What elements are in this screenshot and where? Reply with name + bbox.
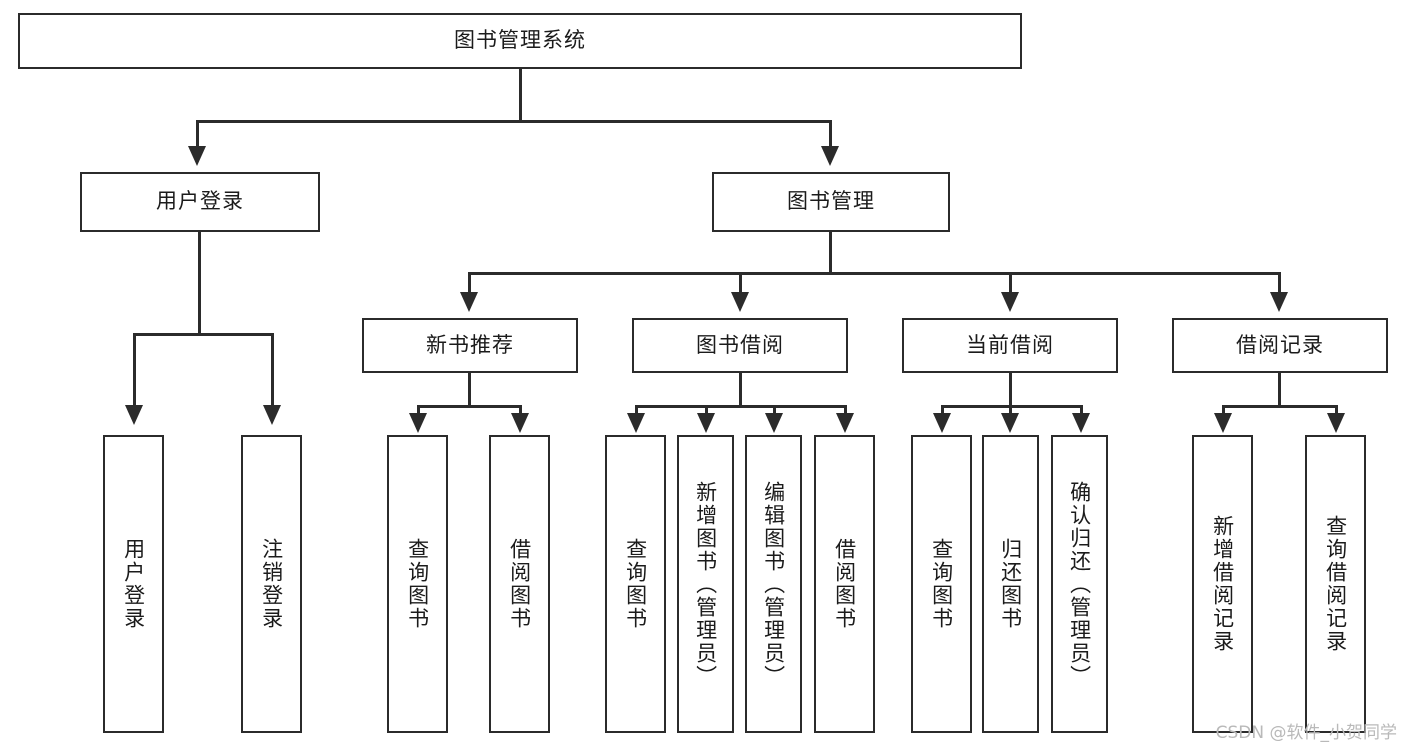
node-label: 用户登录 <box>156 189 244 214</box>
node-label: 图书管理 <box>787 189 875 214</box>
leaf-return-book[interactable]: 归还图书 <box>982 435 1039 733</box>
connector-new-book-to-leaf-2 <box>519 405 522 415</box>
node-label: 借阅图书 <box>832 538 857 630</box>
arrow-current-borrow-to-leaf-2 <box>1001 413 1019 433</box>
node-user-login[interactable]: 用户登录 <box>80 172 320 232</box>
arrow-borrow-record-to-leaf-1 <box>1214 413 1232 433</box>
arrow-borrow-record-to-leaf-2 <box>1327 413 1345 433</box>
connector-current-borrow-stem <box>1009 373 1012 407</box>
connector-book-manage-to-current-borrow <box>1009 272 1012 294</box>
leaf-query-book-current[interactable]: 查询图书 <box>911 435 972 733</box>
arrow-current-borrow-to-leaf-3 <box>1072 413 1090 433</box>
connector-book-borrow-to-leaf-2 <box>705 405 708 415</box>
arrow-book-borrow-to-leaf-1 <box>627 413 645 433</box>
connector-root-to-user-login <box>196 120 199 148</box>
leaf-borrow-book[interactable]: 借阅图书 <box>814 435 875 733</box>
connector-book-borrow-to-leaf-3 <box>773 405 776 415</box>
connector-book-borrow-to-leaf-1 <box>635 405 638 415</box>
leaf-query-book-borrow[interactable]: 查询图书 <box>605 435 666 733</box>
leaf-query-book-recommend[interactable]: 查询图书 <box>387 435 448 733</box>
node-label: 用户登录 <box>121 538 146 630</box>
connector-borrow-record-bus <box>1222 405 1338 408</box>
leaf-confirm-return-admin[interactable]: 确认归还（管理员） <box>1051 435 1108 733</box>
node-label: 借阅图书 <box>507 538 532 630</box>
arrow-new-book-to-leaf-1 <box>409 413 427 433</box>
connector-book-manage-to-book-borrow <box>739 272 742 294</box>
connector-current-borrow-bus <box>941 405 1083 408</box>
connector-new-book-bus <box>417 405 521 408</box>
arrow-user-login-to-leaf-1 <box>125 405 143 425</box>
arrow-root-to-user-login <box>188 146 206 166</box>
node-label: 图书管理系统 <box>454 28 586 53</box>
arrow-current-borrow-to-leaf-1 <box>933 413 951 433</box>
leaf-edit-book-admin[interactable]: 编辑图书（管理员） <box>745 435 802 733</box>
node-borrow-record[interactable]: 借阅记录 <box>1172 318 1388 373</box>
node-label: 归还图书 <box>998 538 1023 630</box>
arrow-book-manage-to-borrow-record <box>1270 292 1288 312</box>
leaf-add-book-admin[interactable]: 新增图书（管理员） <box>677 435 734 733</box>
connector-borrow-record-to-leaf-2 <box>1335 405 1338 415</box>
connector-new-book-to-leaf-1 <box>417 405 420 415</box>
connector-book-manage-to-new-book <box>468 272 471 294</box>
node-label: 确认归还（管理员） <box>1067 480 1092 688</box>
node-new-book-recommend[interactable]: 新书推荐 <box>362 318 578 373</box>
node-label: 当前借阅 <box>966 332 1054 357</box>
leaf-query-borrow-record[interactable]: 查询借阅记录 <box>1305 435 1366 733</box>
node-label: 图书借阅 <box>696 332 784 357</box>
leaf-borrow-book-recommend[interactable]: 借阅图书 <box>489 435 550 733</box>
node-label: 新增图书（管理员） <box>693 480 718 688</box>
connector-book-manage-bus <box>468 272 1280 275</box>
arrow-book-borrow-to-leaf-4 <box>836 413 854 433</box>
node-label: 新增借阅记录 <box>1210 515 1235 653</box>
node-current-borrow[interactable]: 当前借阅 <box>902 318 1118 373</box>
node-label: 编辑图书（管理员） <box>761 480 786 688</box>
connector-book-borrow-stem <box>739 373 742 407</box>
connector-user-login-to-leaf-2 <box>271 333 274 405</box>
arrow-book-manage-to-new-book <box>460 292 478 312</box>
connector-book-manage-stem <box>829 232 832 274</box>
arrow-user-login-to-leaf-2 <box>263 405 281 425</box>
node-label: 借阅记录 <box>1236 332 1324 357</box>
arrow-book-manage-to-book-borrow <box>731 292 749 312</box>
connector-user-login-to-leaf-1 <box>133 333 136 405</box>
arrow-new-book-to-leaf-2 <box>511 413 529 433</box>
leaf-user-login[interactable]: 用户登录 <box>103 435 164 733</box>
connector-root-bus <box>196 120 832 123</box>
node-label: 注销登录 <box>259 538 284 630</box>
connector-new-book-stem <box>468 373 471 407</box>
arrow-book-borrow-to-leaf-2 <box>697 413 715 433</box>
connector-user-login-stem <box>198 232 201 335</box>
node-book-borrow[interactable]: 图书借阅 <box>632 318 848 373</box>
connector-book-borrow-to-leaf-4 <box>844 405 847 415</box>
connector-book-borrow-bus <box>635 405 847 408</box>
connector-user-login-bus <box>133 333 273 336</box>
connector-current-borrow-to-leaf-2 <box>1009 405 1012 415</box>
arrow-root-to-book-manage <box>821 146 839 166</box>
node-label: 查询借阅记录 <box>1323 515 1348 653</box>
connector-current-borrow-to-leaf-3 <box>1080 405 1083 415</box>
connector-borrow-record-to-leaf-1 <box>1222 405 1225 415</box>
leaf-user-logout[interactable]: 注销登录 <box>241 435 302 733</box>
node-label: 查询图书 <box>405 538 430 630</box>
node-book-management[interactable]: 图书管理 <box>712 172 950 232</box>
arrow-book-borrow-to-leaf-3 <box>765 413 783 433</box>
connector-book-manage-to-borrow-record <box>1278 272 1281 294</box>
arrow-book-manage-to-current-borrow <box>1001 292 1019 312</box>
node-label: 新书推荐 <box>426 332 514 357</box>
node-root-book-management-system[interactable]: 图书管理系统 <box>18 13 1022 69</box>
connector-root-to-book-manage <box>829 120 832 148</box>
connector-root-stem <box>519 69 522 122</box>
connector-borrow-record-stem <box>1278 373 1281 407</box>
node-label: 查询图书 <box>623 538 648 630</box>
connector-current-borrow-to-leaf-1 <box>941 405 944 415</box>
csdn-watermark: CSDN @软件_小贺同学 <box>1215 723 1397 743</box>
node-label: 查询图书 <box>929 538 954 630</box>
leaf-add-borrow-record[interactable]: 新增借阅记录 <box>1192 435 1253 733</box>
